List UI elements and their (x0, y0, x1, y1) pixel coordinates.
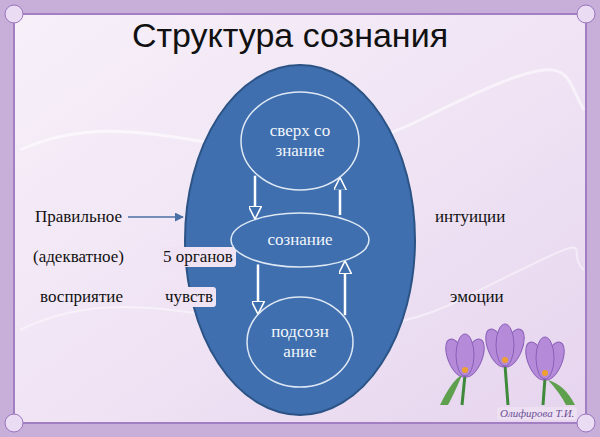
level-outline (247, 297, 353, 387)
level-name: сверх сознание (268, 121, 332, 160)
side-label: восприятие (40, 287, 123, 307)
flow-arrow (339, 180, 342, 215)
level-text-box: подсознание (270, 322, 330, 361)
flow-arrow (344, 263, 347, 315)
level-text-box: сознание (267, 230, 332, 250)
level-outline (241, 92, 359, 190)
author-watermark: Олифирова Т.И. (497, 407, 577, 420)
level-name: сознание (267, 230, 332, 250)
consciousness-level: сверх сознание (240, 91, 360, 191)
crocus-flowers (440, 324, 575, 405)
level-text-box: сверх сознание (268, 121, 332, 160)
consciousness-level: подсознание (246, 296, 354, 388)
slide-title: Структура сознания (0, 16, 580, 55)
side-label: интуиции (435, 207, 505, 227)
side-label: чувств (162, 287, 216, 307)
consciousness-level: сознание (230, 212, 370, 268)
side-label: Правильное (35, 207, 122, 227)
side-label: эмоции (450, 287, 504, 307)
side-label: (адекватное) (33, 247, 124, 267)
level-name: подсознание (270, 322, 330, 361)
side-label: 5 органов (160, 247, 236, 267)
flow-arrow (254, 176, 257, 217)
level-outline (231, 213, 369, 267)
flow-arrow (257, 264, 260, 311)
